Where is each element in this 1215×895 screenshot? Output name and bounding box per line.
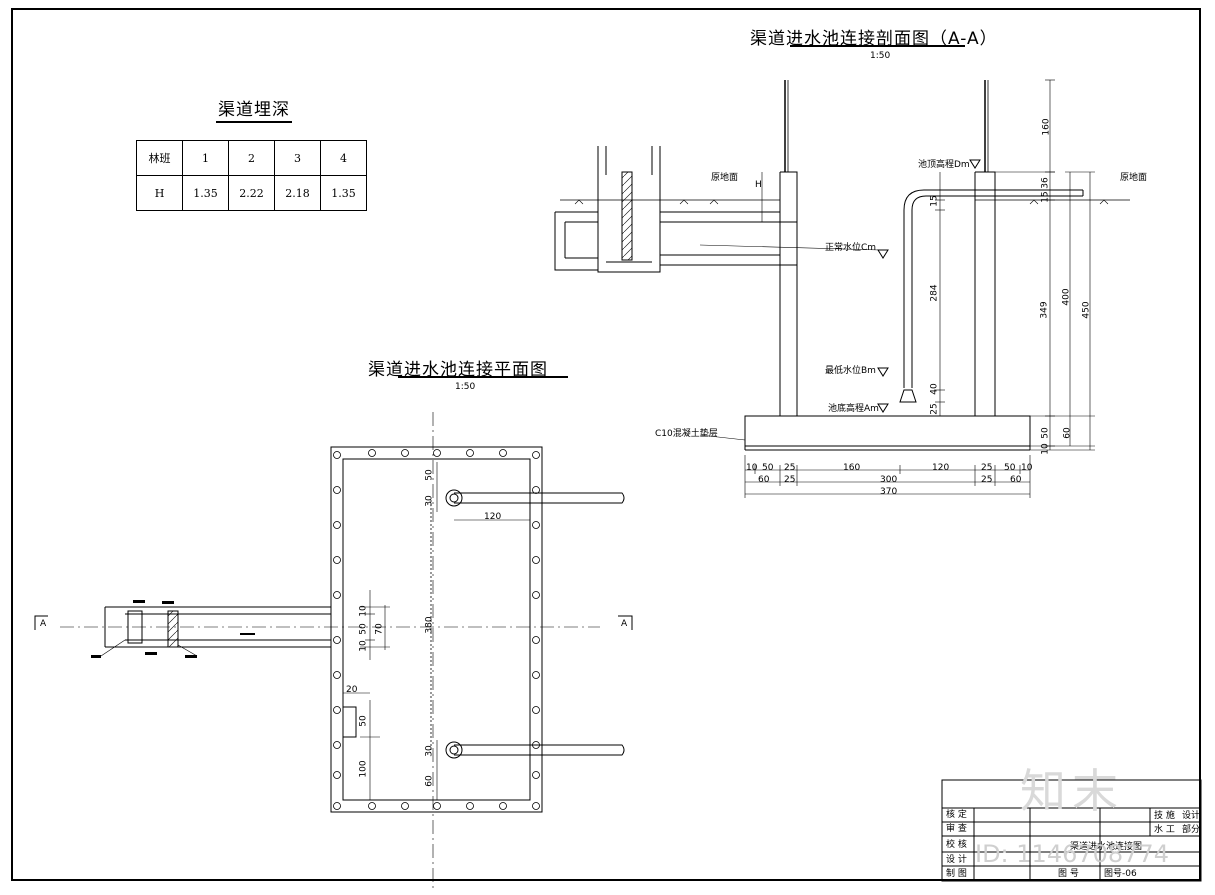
lowest-water-level-label: 最低水位Bm [825,366,876,376]
table-cell: 林班 [136,140,183,176]
dim-label: 15 [1040,191,1051,203]
dim-label: 100 [358,760,369,778]
plan-scale: 1:50 [455,382,476,392]
dim-label: 50 [1040,427,1051,439]
section-title-underline [790,45,965,47]
title-block-drawing-no-label: 图 号 [1058,869,1079,879]
dim-label: 50 [358,623,369,635]
dim-label: 50 [762,463,774,473]
title-block-part: 部分 [1182,825,1201,835]
plan-bolts [333,449,540,810]
table-cell: 3 [274,140,321,176]
table-row: 林班 1 2 3 4 [136,140,367,176]
dim-label: 50 [358,715,369,727]
dim-label: 15 [929,195,940,207]
section-mark-right: A [621,619,628,629]
dim-label: 25 [981,463,993,473]
dim-label: 25 [784,475,796,485]
title-block-review: 审 查 [946,824,967,834]
dim-label: 400 [1061,288,1072,306]
dim-label: 120 [484,512,502,522]
dim-label: 10 [1021,463,1033,473]
dim-label: 70 [374,623,385,635]
dim-label: 284 [929,284,940,302]
dim-label: 36 [1040,177,1051,189]
dim-label: 50 [1004,463,1016,473]
dim-label: 25 [929,403,940,415]
watermark-logo: 知末 [1020,764,1124,818]
dim-label: 160 [843,463,861,473]
dim-label: 120 [932,463,950,473]
section-title: 渠道进水池连接剖面图（A-A） [750,29,998,49]
title-block [941,779,1202,882]
title-block-design: 设 计 [946,855,967,865]
title-block-design-stage: 设计 [1182,811,1201,821]
section-view [554,79,1130,498]
dim-label: 60 [758,475,770,485]
plan-title: 渠道进水池连接平面图 [368,360,548,380]
cushion-label: C10混凝土垫层 [655,429,718,439]
dim-label: 40 [929,383,940,395]
drawing-frame [11,8,1201,881]
table-cell: 1.35 [182,175,229,211]
ground-label-right: 原地面 [1120,173,1148,183]
plan-title-underline [398,376,568,378]
title-block-check: 校 核 [946,840,967,850]
title-block-discipline: 水 工 [1154,825,1175,835]
table-cell: 1.35 [320,175,367,211]
dim-label: 60 [1062,427,1073,439]
dim-label: 30 [424,745,435,757]
table-row: H 1.35 2.22 2.18 1.35 [136,175,367,211]
title-block-drawing-no: 图号-06 [1104,869,1137,879]
dim-label: 60 [1010,475,1022,485]
ground-label-left: 原地面 [711,173,739,183]
title-block-draw: 制 图 [946,869,967,879]
dim-label: 10 [358,605,369,617]
table-cell: 4 [320,140,367,176]
plan-view [34,412,633,890]
dim-label: 30 [424,495,435,507]
section-mark-left: A [40,619,47,629]
dim-label: 60 [424,775,435,787]
dim-label: 349 [1039,301,1050,319]
title-block-approve: 核 定 [946,810,967,820]
normal-water-level-label: 正常水位Cm [825,243,877,253]
watermark-id: ID: 1146708774 [975,840,1169,868]
dim-label: 10 [358,640,369,652]
dim-label: 450 [1081,301,1092,319]
title-block-stage: 技 施 [1154,811,1175,821]
table-cell: 2.18 [274,175,321,211]
section-scale: 1:50 [870,51,891,61]
table-cell: H [136,175,183,211]
dim-label: 25 [981,475,993,485]
dim-label: 370 [880,487,898,497]
dim-label: 160 [1041,118,1052,136]
dim-label: 20 [346,685,358,695]
dim-label: 10 [746,463,758,473]
dim-label: 50 [424,469,435,481]
depth-table-title: 渠道埋深 [216,95,292,123]
title-block-drawing-name: 渠道进水池连接图 [1070,842,1143,852]
depth-table: 林班 1 2 3 4 H 1.35 2.22 2.18 1.35 [136,140,367,211]
dim-label: 380 [424,616,435,634]
dim-label-h: H [755,180,762,190]
top-elevation-label: 池顶高程Dm [918,160,970,170]
dim-label: 10 [1040,443,1051,455]
bottom-elevation-label: 池底高程Am [828,404,879,414]
dim-label: 25 [784,463,796,473]
dim-label: 300 [880,475,898,485]
